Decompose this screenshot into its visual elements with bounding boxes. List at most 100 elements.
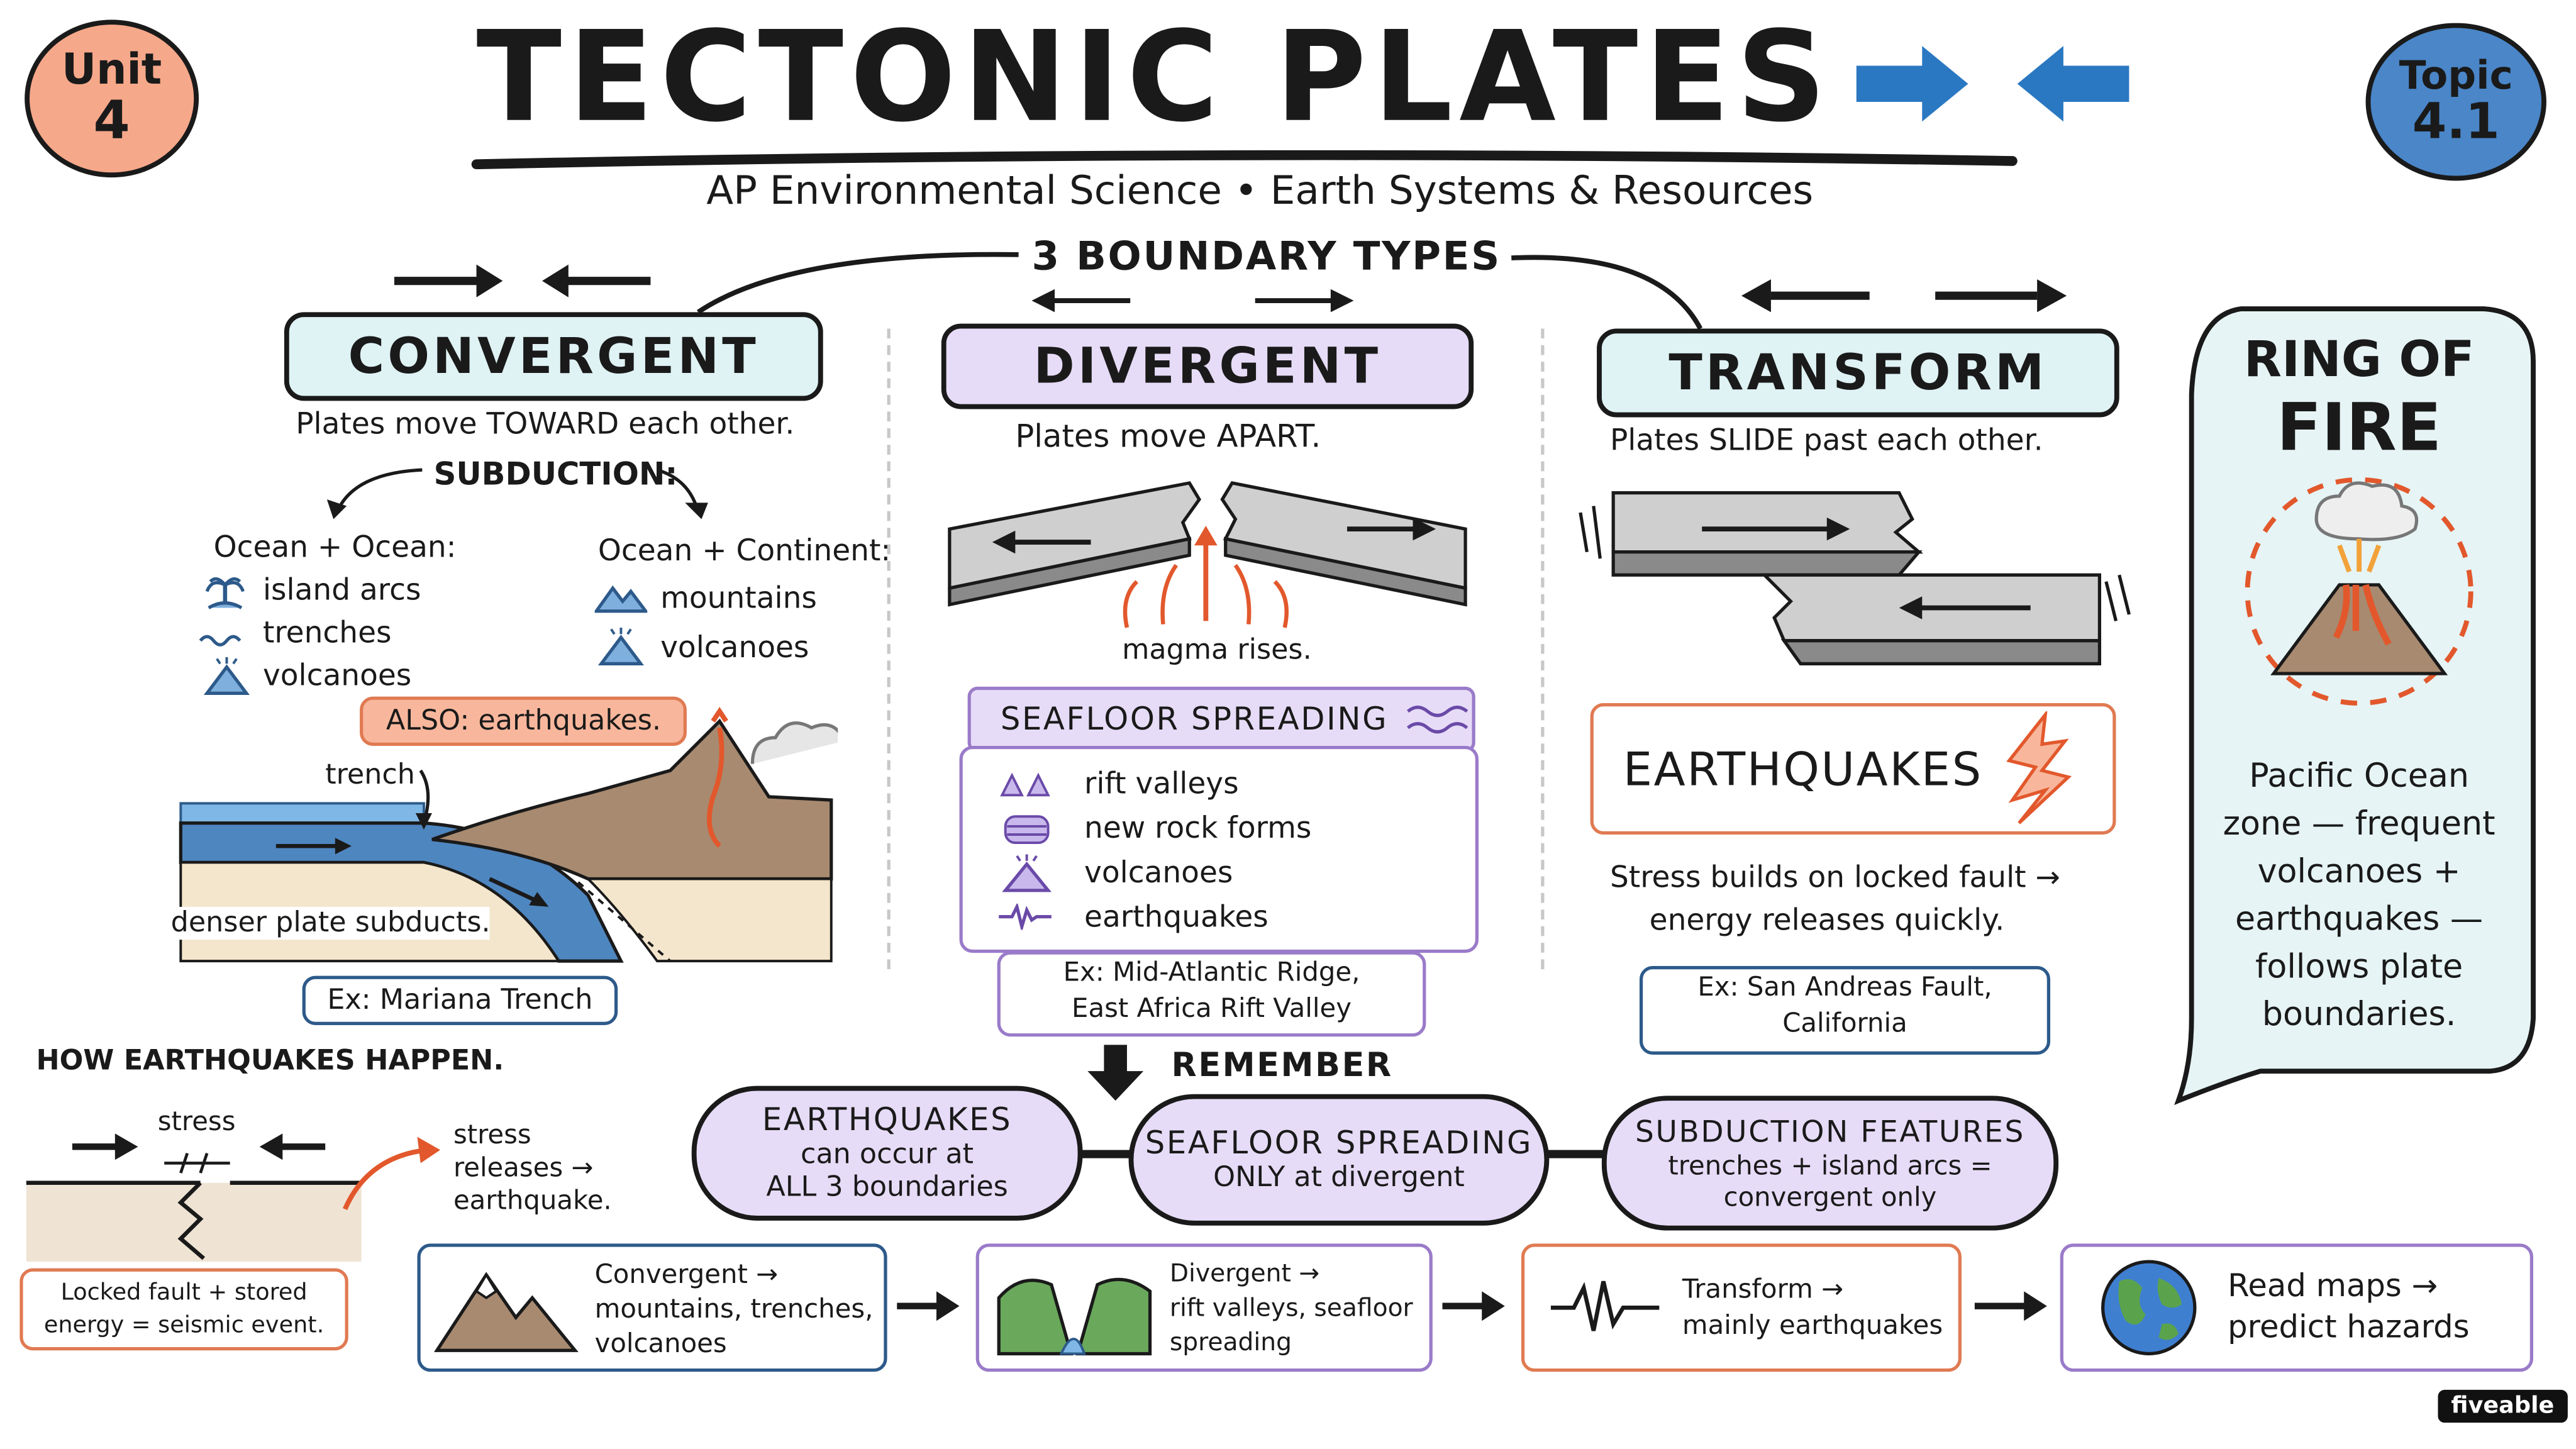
mountain-icon [593, 582, 649, 621]
flow-card-text: Convergent → mountains, trenches, volcan… [595, 1256, 874, 1360]
ring-desc-line: follows plate [2255, 946, 2463, 986]
ocean-ocean-item: trenches [262, 616, 392, 651]
volcano-icon [1002, 854, 1052, 900]
magma-label: magma rises. [1122, 634, 1312, 667]
pill-title: SUBDUCTION FEATURES [1635, 1114, 2025, 1150]
apart-arrows-icon [1031, 289, 1354, 313]
remember-label: REMEMBER [1171, 1045, 1393, 1085]
flow-card-text: Read maps → predict hazards [2228, 1267, 2469, 1349]
ring-desc-line: earthquakes — [2235, 898, 2484, 938]
locked-fault-line: Locked fault + stored [60, 1279, 308, 1306]
seafloor-spreading-header: SEAFLOOR SPREADING [967, 686, 1475, 753]
release-arrow [342, 1136, 441, 1211]
pill-line: can occur at [801, 1138, 974, 1172]
convergent-example: Ex: Mariana Trench [302, 975, 618, 1026]
boundary-connector [696, 252, 1703, 330]
unit-badge: Unit 4 [25, 19, 199, 178]
transform-example-line: California [1782, 1007, 1907, 1038]
transform-example-line: Ex: San Andreas Fault, [1697, 970, 1992, 1002]
remember-pill-subduction: SUBDUCTION FEATURES trenches + island ar… [1601, 1096, 2059, 1231]
ocean-continent-heading: Ocean + Continent: [597, 533, 891, 569]
seismograph-icon [997, 902, 1053, 936]
rift-valley-icon [997, 1277, 1152, 1356]
brand-logo: fiveable [2438, 1389, 2568, 1423]
flow-line: volcanoes [594, 1326, 727, 1358]
topic-badge-line1: Topic [2399, 52, 2513, 98]
volcano-icon [203, 657, 250, 703]
seafloor-item: volcanoes [1084, 855, 1233, 891]
flow-line: spreading [1169, 1326, 1292, 1357]
transform-example: Ex: San Andreas Fault, California [1639, 965, 2051, 1055]
flow-arrow-icon [1974, 1291, 2047, 1321]
slide-arrows-icon [1741, 279, 2067, 313]
unit-badge-line2: 4 [93, 88, 130, 151]
seismograph-icon [1550, 1280, 1660, 1331]
transform-desc: Plates SLIDE past each other. [1609, 423, 2043, 458]
ocean-continent-item: volcanoes [660, 631, 809, 665]
releases-line: stress [453, 1118, 531, 1150]
locked-fault-box: Locked fault + stored energy = seismic e… [19, 1268, 348, 1351]
divergent-example: Ex: Mid-Atlantic Ridge, East Africa Rift… [997, 951, 1426, 1037]
flow-line: rift valleys, seafloor [1169, 1292, 1413, 1322]
palm-tree-icon [204, 575, 247, 611]
transform-stress-line: Stress builds on locked fault → [1609, 860, 2060, 896]
column-divider [887, 328, 891, 970]
ring-desc-line: volcanoes + [2257, 851, 2461, 891]
divergent-plates-diagram [948, 481, 1467, 628]
subduction-arrows [326, 468, 708, 519]
pill-line: convergent only [1723, 1180, 1937, 1212]
transform-plates-diagram [1579, 491, 2131, 665]
topic-badge-line2: 4.1 [2412, 93, 2500, 151]
seafloor-spreading-title: SEAFLOOR SPREADING [1000, 701, 1389, 738]
flow-card-divergent: Divergent → rift valleys, seafloor sprea… [975, 1243, 1433, 1372]
divergent-desc: Plates move APART. [1015, 419, 1321, 455]
ring-desc-line: Pacific Ocean [2249, 755, 2470, 796]
trench-label: trench [325, 758, 415, 792]
boundary-types-label: 3 BOUNDARY TYPES [1031, 233, 1501, 280]
subtitle: AP Environmental Science • Earth Systems… [706, 167, 1814, 214]
globe-icon [2101, 1260, 2197, 1356]
seafloor-item: new rock forms [1084, 811, 1312, 847]
title-underline [471, 150, 2018, 170]
earthquakes-card: EARTHQUAKES [1590, 703, 2116, 835]
ocean-ocean-item: island arcs [262, 573, 421, 608]
pill-line: ALL 3 boundaries [766, 1171, 1008, 1204]
convergent-title: CONVERGENT [348, 328, 759, 386]
flow-line: Read maps → [2228, 1268, 2438, 1305]
column-divider [1541, 328, 1545, 970]
transform-header: TRANSFORM [1597, 328, 2119, 418]
divergent-example-line: East Africa Rift Valley [1072, 992, 1352, 1024]
topic-badge: Topic 4.1 [2365, 23, 2546, 181]
divergent-title: DIVERGENT [1033, 337, 1382, 396]
stress-label: stress [157, 1106, 236, 1137]
flow-line: mountains, trenches, [594, 1292, 874, 1324]
rock-layers-icon [1002, 813, 1051, 853]
down-arrow-icon [1087, 1045, 1144, 1101]
flow-arrow-icon [897, 1291, 960, 1321]
unit-badge-line1: Unit [61, 45, 162, 95]
seafloor-item: earthquakes [1084, 900, 1269, 935]
flow-card-maps: Read maps → predict hazards [2060, 1243, 2534, 1372]
flow-card-text: Transform → mainly earthquakes [1682, 1272, 1943, 1344]
flow-card-transform: Transform → mainly earthquakes [1521, 1243, 1962, 1372]
releases-line: earthquake. [453, 1184, 612, 1216]
divergent-example-line: Ex: Mid-Atlantic Ridge, [1063, 956, 1360, 987]
toward-arrows-icon [394, 264, 651, 297]
pill-line: ONLY at divergent [1213, 1161, 1465, 1195]
mountains-icon [434, 1272, 579, 1352]
flow-line: Divergent → [1169, 1257, 1320, 1287]
flow-arrow-icon [1442, 1291, 1505, 1321]
convergent-desc: Plates move TOWARD each other. [296, 407, 795, 442]
volcano-icon [597, 627, 644, 674]
locked-fault-line: energy = seismic event. [43, 1313, 325, 1339]
transform-stress-line: energy releases quickly. [1649, 903, 2005, 938]
how-earthquakes-title: HOW EARTHQUAKES HAPPEN. [36, 1045, 504, 1078]
ring-desc-line: zone — frequent [2223, 803, 2496, 843]
flow-line: Convergent → [594, 1257, 779, 1289]
releases-line: releases → [453, 1152, 594, 1183]
page-title: TECTONIC PLATES [476, 3, 1833, 150]
transform-title: TRANSFORM [1668, 344, 2048, 402]
remember-pill-earthquakes: EARTHQUAKES can occur at ALL 3 boundarie… [691, 1085, 1083, 1221]
ring-desc-line: boundaries. [2262, 994, 2457, 1034]
ocean-ocean-item: volcanoes [262, 658, 412, 694]
